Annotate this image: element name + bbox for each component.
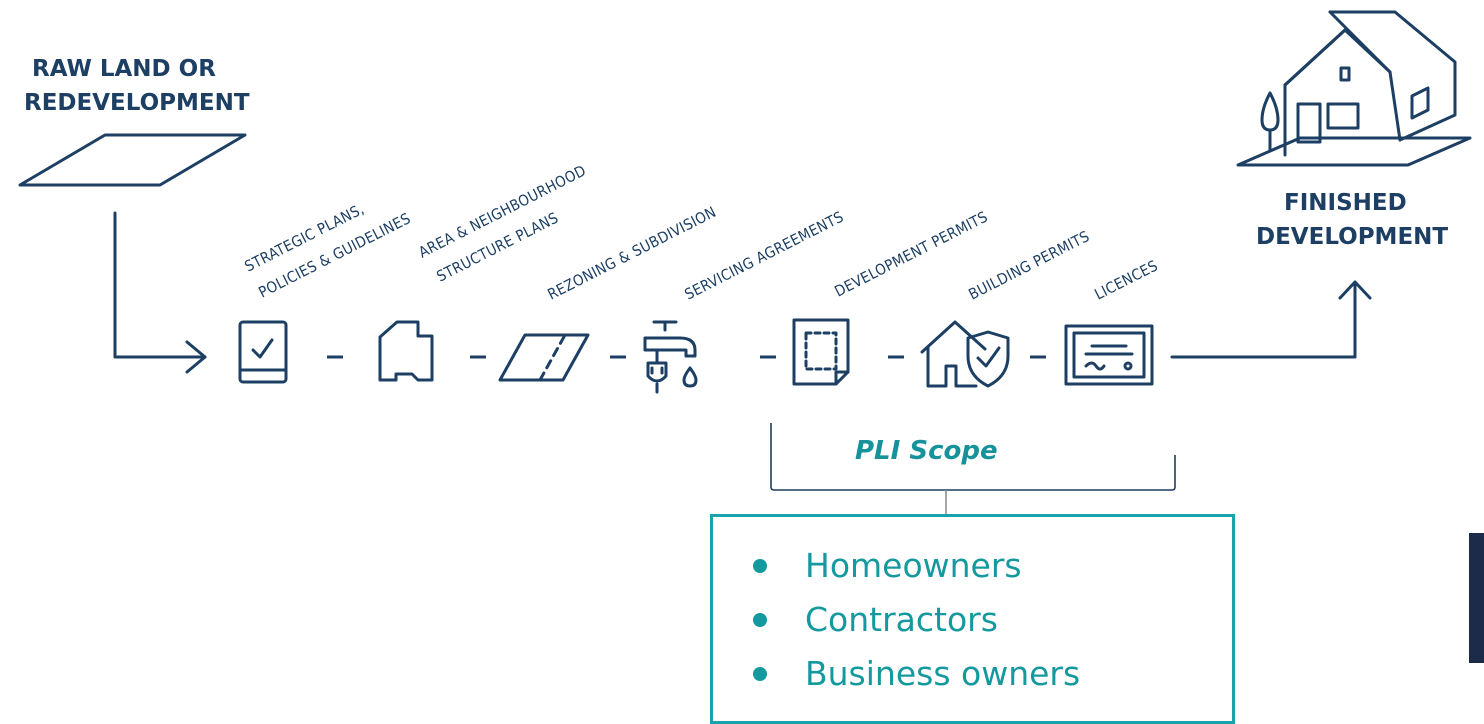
scope-title: PLI Scope bbox=[855, 436, 998, 466]
house-shield-icon bbox=[920, 320, 1010, 388]
process-diagram: RAW LAND OR REDEVELOPMENT STRATEGIC PLAN… bbox=[18, 10, 1472, 516]
audience-box: Homeowners Contractors Business owners bbox=[710, 514, 1235, 724]
audience-label: Business owners bbox=[805, 654, 1081, 693]
audience-list: Homeowners Contractors Business owners bbox=[753, 539, 1080, 701]
bullet-icon bbox=[753, 667, 767, 681]
certificate-icon bbox=[1064, 324, 1154, 386]
start-label-line1: RAW LAND OR bbox=[32, 56, 216, 82]
bullet-icon bbox=[753, 559, 767, 573]
audience-label: Contractors bbox=[805, 600, 998, 639]
faucet-plug-icon bbox=[643, 320, 698, 394]
start-label-line2: REDEVELOPMENT bbox=[24, 90, 250, 116]
parcel-split-icon bbox=[498, 333, 590, 382]
land-parcel-icon bbox=[18, 133, 247, 187]
stage-7-label: LICENCES bbox=[1092, 256, 1161, 303]
end-label-line2: DEVELOPMENT bbox=[1256, 224, 1448, 250]
bullet-icon bbox=[753, 613, 767, 627]
stage-6-label: BUILDING PERMITS bbox=[966, 227, 1093, 303]
start-arrowhead bbox=[185, 340, 207, 374]
audience-label: Homeowners bbox=[805, 546, 1022, 585]
audience-item: Homeowners bbox=[753, 539, 1080, 593]
area-outline-icon bbox=[378, 320, 434, 382]
site-plan-icon bbox=[792, 318, 850, 386]
audience-item: Business owners bbox=[753, 647, 1080, 701]
audience-item: Contractors bbox=[753, 593, 1080, 647]
end-flow-line bbox=[1170, 281, 1357, 359]
finished-house-icon bbox=[1236, 10, 1472, 167]
edge-panel bbox=[1469, 533, 1484, 663]
start-flow-line bbox=[113, 211, 207, 359]
end-arrowhead bbox=[1338, 280, 1372, 300]
scope-bracket bbox=[770, 423, 1176, 491]
end-label-line1: FINISHED bbox=[1284, 190, 1407, 216]
checklist-book-icon bbox=[238, 320, 288, 384]
stage-labels: STRATEGIC PLANS, POLICIES & GUIDELINES A… bbox=[242, 161, 1161, 303]
